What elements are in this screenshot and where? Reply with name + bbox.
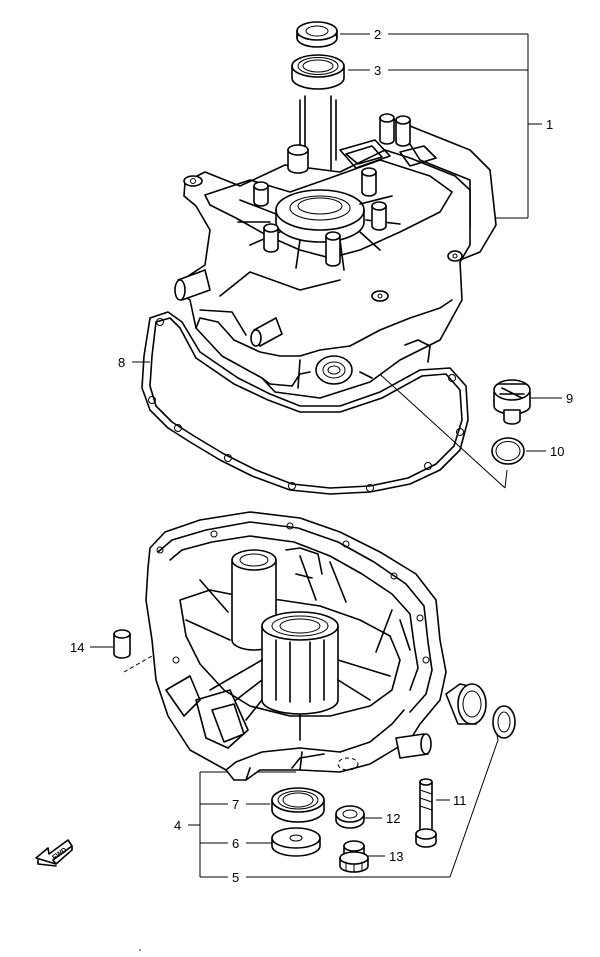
part-9-oil-filler-cap (493, 379, 531, 425)
label-part-1: 1 (546, 117, 553, 132)
part-3-bearing (291, 54, 345, 90)
label-part-5: 5 (232, 870, 239, 885)
part-5-crankcase-lower (145, 511, 487, 781)
label-part-11: 11 (453, 793, 467, 808)
label-part-2: 2 (374, 27, 381, 42)
part-7-oil-seal (271, 787, 325, 823)
label-part-14: 14 (70, 640, 84, 655)
label-part-4: 4 (174, 818, 181, 833)
boss-cylinders (253, 113, 411, 267)
part-labels: 1 2 3 4 5 6 7 8 9 10 11 12 13 14 (70, 27, 573, 885)
label-part-7: 7 (232, 797, 239, 812)
right-oil-seal (492, 705, 516, 739)
part-10-o-ring (491, 437, 525, 465)
part-12-washer (335, 805, 365, 829)
part-6-cap (271, 827, 321, 857)
label-part-10: 10 (550, 444, 564, 459)
part-2-oil-seal (296, 21, 338, 48)
gasket-bolt-holes (148, 318, 464, 492)
fwd-arrow: FWD (35, 839, 73, 867)
label-part-13: 13 (389, 849, 403, 864)
part-11-bolt (415, 778, 437, 848)
label-part-6: 6 (232, 836, 239, 851)
part-13-drain-plug (339, 840, 369, 873)
case-bolt-holes (156, 522, 430, 664)
stray-dot (139, 949, 141, 951)
label-part-3: 3 (374, 63, 381, 78)
label-part-9: 9 (566, 391, 573, 406)
part-1-cylinder-block (174, 113, 497, 399)
label-part-8: 8 (118, 355, 125, 370)
fwd-label: FWD (51, 847, 68, 862)
part-14-dowel-pin (113, 629, 131, 659)
part-8-gasket (141, 311, 469, 495)
label-part-12: 12 (386, 811, 400, 826)
